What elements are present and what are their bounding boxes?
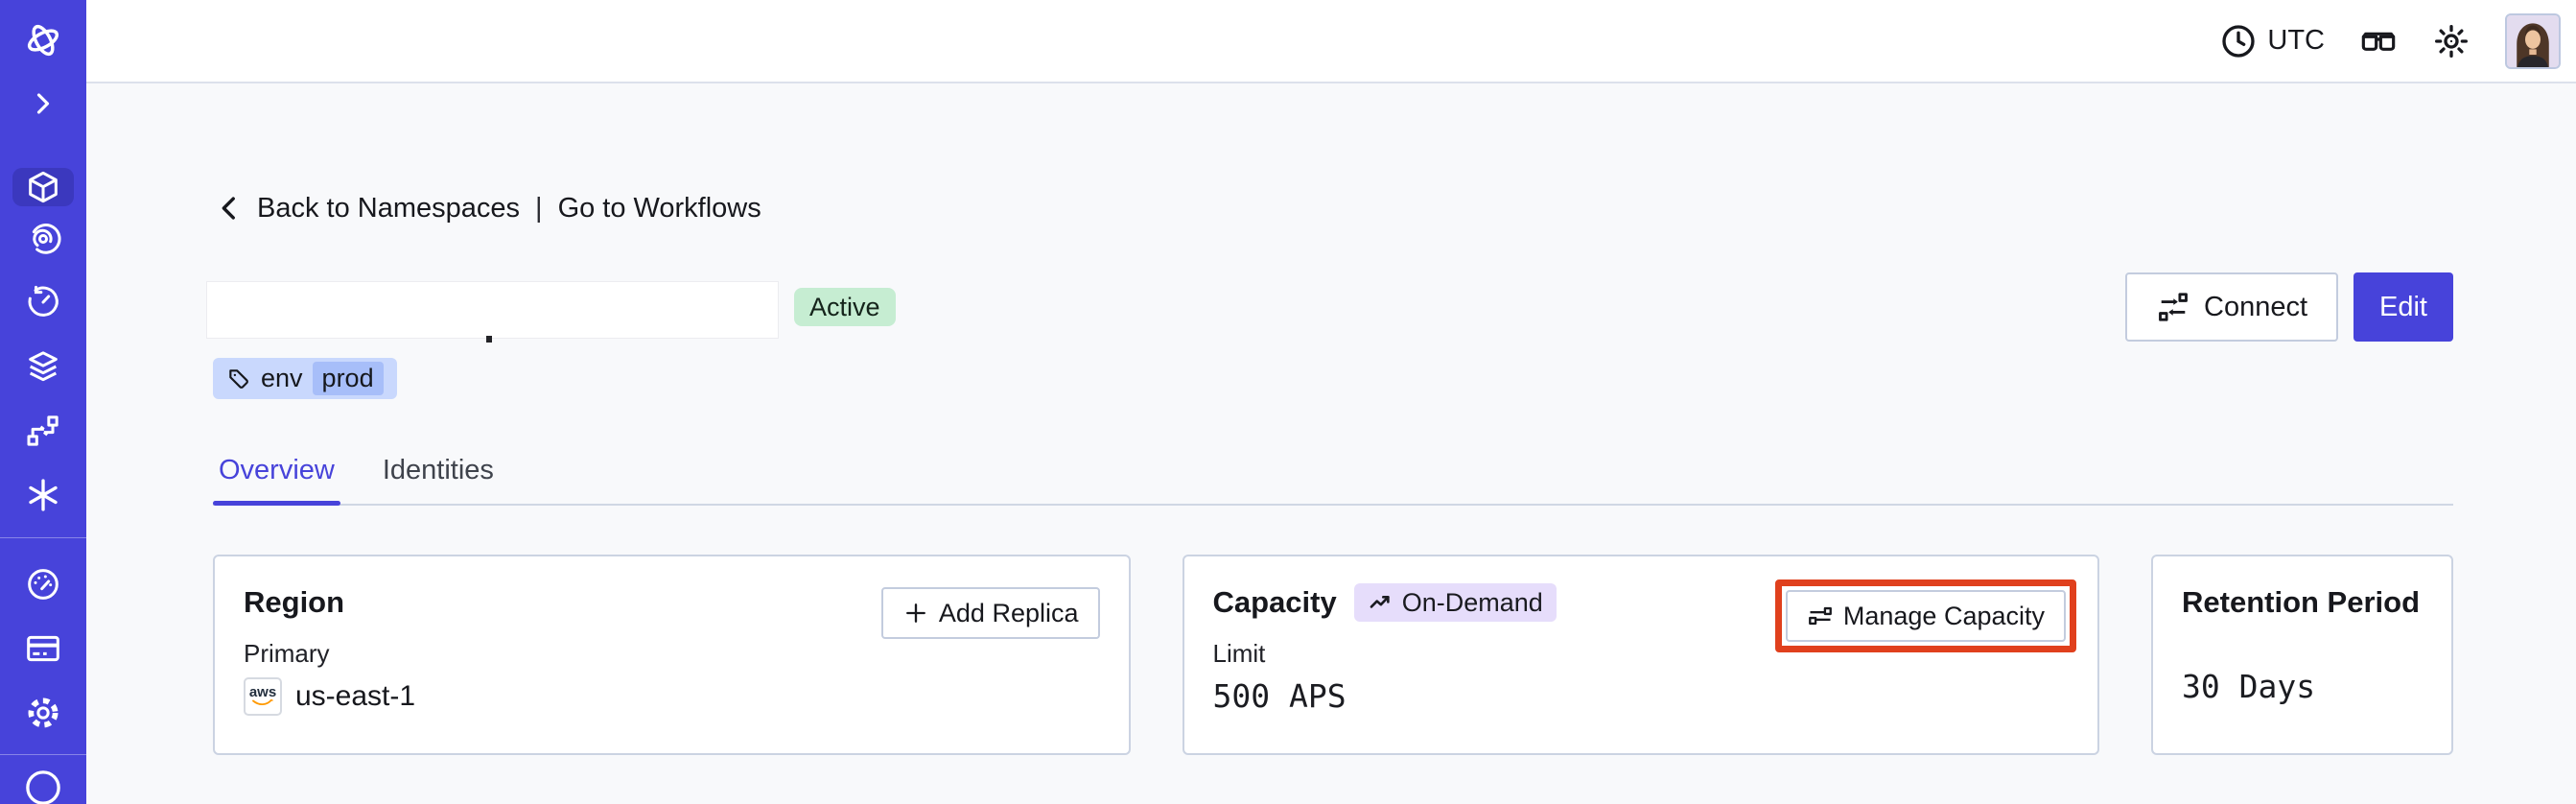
temporal-logo-icon[interactable] bbox=[22, 19, 64, 61]
tag-row: env prod bbox=[213, 358, 2453, 399]
sidebar-item-schedules[interactable] bbox=[24, 283, 62, 321]
tab-identities[interactable]: Identities bbox=[382, 455, 494, 485]
sidebar-expand-chevron-icon[interactable] bbox=[26, 86, 60, 121]
manage-capacity-label: Manage Capacity bbox=[1842, 601, 2045, 630]
retention-card-title: Retention Period bbox=[2182, 585, 2421, 619]
user-avatar[interactable] bbox=[2505, 12, 2561, 69]
credit-card-icon bbox=[27, 635, 59, 662]
capacity-card: Capacity On-Demand bbox=[1182, 555, 2099, 755]
aws-smile-icon bbox=[252, 699, 274, 706]
asterisk-icon bbox=[29, 479, 58, 511]
region-card-title: Region bbox=[244, 585, 345, 619]
timezone-label: UTC bbox=[2267, 25, 2325, 56]
sidebar-item-namespaces[interactable] bbox=[12, 168, 74, 206]
env-tag-chip: env prod bbox=[213, 358, 397, 399]
sidebar-item-deployments[interactable] bbox=[24, 412, 62, 450]
layers-icon bbox=[29, 351, 58, 382]
sidebar-item-usage[interactable] bbox=[24, 565, 62, 603]
clock-arrow-icon bbox=[28, 285, 59, 317]
status-badge: Active bbox=[794, 288, 896, 326]
retention-value: 30 Days bbox=[2182, 668, 2316, 705]
sidebar-item-workflows[interactable] bbox=[24, 219, 62, 257]
plus-icon bbox=[902, 600, 929, 627]
action-highlight-annotation: Manage Capacity bbox=[1774, 579, 2076, 652]
capacity-row-label: Limit bbox=[1212, 639, 1266, 668]
region-card: Region Add Replica Primary aws bbox=[213, 555, 1131, 755]
tab-overview[interactable]: Overview bbox=[213, 455, 340, 506]
breadcrumb-separator: | bbox=[535, 192, 543, 224]
sidebar-item-settings[interactable] bbox=[24, 694, 62, 732]
glasses-icon[interactable] bbox=[2359, 22, 2398, 60]
branch-icon bbox=[27, 415, 59, 446]
tag-value: prod bbox=[312, 362, 384, 395]
region-row-label: Primary bbox=[244, 639, 330, 668]
gear-icon bbox=[28, 698, 59, 728]
sidebar-item-profile[interactable] bbox=[22, 767, 64, 804]
breadcrumb: Back to Namespaces | Go to Workflows bbox=[213, 192, 2453, 225]
namespace-title-row: Active Connect Edit bbox=[206, 272, 2453, 343]
trend-up-icon bbox=[1368, 590, 1393, 616]
circle-icon bbox=[26, 770, 60, 804]
timezone-selector[interactable]: UTC bbox=[2219, 22, 2325, 60]
capacity-card-title: Capacity bbox=[1212, 585, 1337, 619]
topbar: UTC bbox=[86, 0, 2576, 83]
manage-capacity-button[interactable]: Manage Capacity bbox=[1785, 590, 2066, 642]
main-content: Back to Namespaces | Go to Workflows Act… bbox=[86, 83, 2576, 804]
redacted-namespace-name bbox=[206, 281, 779, 339]
sidebar bbox=[0, 0, 86, 804]
connect-button-label: Connect bbox=[2204, 291, 2308, 322]
gauge-icon bbox=[28, 569, 59, 600]
tag-icon bbox=[226, 367, 251, 391]
sidebar-item-nexus[interactable] bbox=[24, 476, 62, 514]
tab-bar: Overview Identities bbox=[213, 455, 2453, 506]
capacity-value: 500 APS bbox=[1212, 677, 1347, 715]
region-value: us-east-1 bbox=[295, 680, 416, 712]
redacted-text-artifact bbox=[486, 336, 492, 343]
sidebar-divider bbox=[0, 537, 86, 538]
back-chevron-icon[interactable] bbox=[213, 192, 246, 225]
theme-sun-icon[interactable] bbox=[2432, 22, 2471, 60]
edit-button[interactable]: Edit bbox=[2354, 272, 2453, 342]
retention-card: Retention Period 30 Days bbox=[2151, 555, 2453, 755]
breadcrumb-forward-link[interactable]: Go to Workflows bbox=[557, 192, 761, 224]
on-demand-label: On-Demand bbox=[1401, 587, 1543, 617]
add-replica-label: Add Replica bbox=[938, 598, 1079, 627]
tag-key: env bbox=[261, 364, 303, 392]
sidebar-item-batch-operations[interactable] bbox=[24, 347, 62, 386]
breadcrumb-back-link[interactable]: Back to Namespaces bbox=[257, 192, 521, 224]
cube-icon bbox=[24, 168, 62, 206]
sliders-icon bbox=[1807, 603, 1834, 629]
connect-circuit-icon bbox=[2156, 290, 2190, 324]
summary-cards: Region Add Replica Primary aws bbox=[213, 555, 2453, 755]
spiral-icon bbox=[32, 224, 61, 254]
connect-button[interactable]: Connect bbox=[2125, 272, 2339, 342]
sidebar-divider bbox=[0, 754, 86, 755]
aws-logo: aws bbox=[244, 677, 282, 716]
on-demand-badge: On-Demand bbox=[1353, 583, 1557, 622]
sidebar-item-billing[interactable] bbox=[24, 629, 62, 668]
clock-icon bbox=[2219, 22, 2258, 60]
add-replica-button[interactable]: Add Replica bbox=[880, 587, 1100, 639]
